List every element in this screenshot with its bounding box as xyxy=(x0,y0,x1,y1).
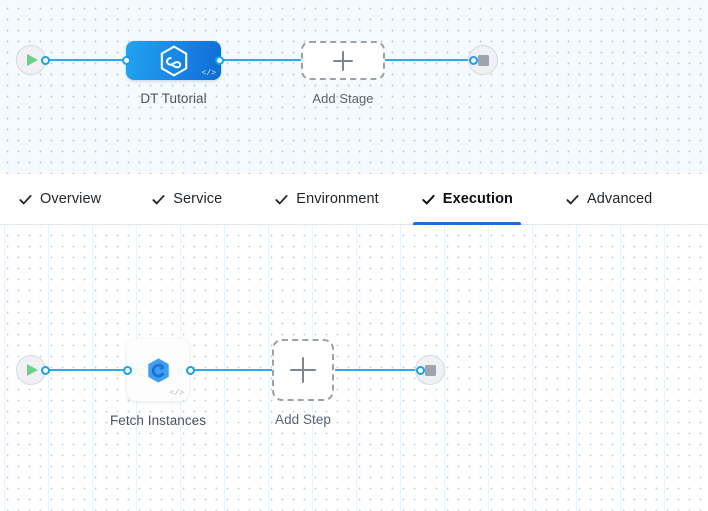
pipeline-wire-stage-to-add xyxy=(218,59,302,61)
code-glyph-icon: </> xyxy=(201,69,216,78)
tab-overview[interactable]: Overview xyxy=(18,174,101,224)
ecs-service-icon xyxy=(147,357,169,383)
hexagon-infinity-icon xyxy=(160,45,187,76)
execution-end-port[interactable] xyxy=(416,365,425,375)
tab-environment[interactable]: Environment xyxy=(274,174,379,224)
check-icon xyxy=(275,194,288,204)
play-icon xyxy=(27,364,38,376)
pipeline-stage-port-out[interactable] xyxy=(215,55,224,65)
execution-step-port-in[interactable] xyxy=(123,365,132,375)
plus-icon xyxy=(290,357,316,383)
execution-step-port-out[interactable] xyxy=(186,365,195,375)
add-step-label: Add Step xyxy=(275,412,331,427)
pipeline-end-port[interactable] xyxy=(469,55,478,65)
tab-execution-label: Execution xyxy=(442,191,513,207)
pipeline-stage-port-in[interactable] xyxy=(122,55,131,65)
tab-advanced[interactable]: Advanced xyxy=(565,174,652,224)
play-icon xyxy=(27,54,38,66)
tab-service-label: Service xyxy=(173,191,223,207)
pipeline-wire-start-to-stage xyxy=(44,59,128,61)
stop-icon xyxy=(424,364,436,376)
execution-canvas[interactable]: </> Fetch Instances Add Step xyxy=(0,225,708,511)
execution-wire-add-to-end xyxy=(335,369,420,371)
execution-wire-start-to-step xyxy=(44,369,128,371)
stage-config-tab-bar[interactable]: Overview Service Environment Execution A… xyxy=(0,174,708,225)
execution-wire-step-to-add xyxy=(190,369,272,371)
tab-overview-label: Overview xyxy=(40,191,102,207)
plus-icon xyxy=(333,50,353,71)
add-stage-label: Add Stage xyxy=(312,91,374,106)
pipeline-start-port[interactable] xyxy=(41,55,50,65)
check-icon xyxy=(422,194,435,204)
tab-service[interactable]: Service xyxy=(151,174,222,224)
pipeline-wire-add-to-end xyxy=(385,59,473,61)
pipeline-canvas[interactable]: </> DT Tutorial Add Stage xyxy=(0,0,708,174)
code-glyph-icon: </> xyxy=(169,389,184,398)
check-icon xyxy=(19,194,32,204)
add-step-button[interactable] xyxy=(272,339,334,401)
check-icon xyxy=(566,194,579,204)
execution-start-port[interactable] xyxy=(41,365,50,375)
check-icon xyxy=(152,194,165,204)
execution-step-node-fetch-instances[interactable]: </> xyxy=(127,339,189,401)
tab-execution[interactable]: Execution xyxy=(412,174,522,225)
tab-environment-label: Environment xyxy=(296,191,379,207)
tab-advanced-label: Advanced xyxy=(587,191,653,207)
execution-step-label: Fetch Instances xyxy=(109,413,207,428)
stop-icon xyxy=(477,54,489,66)
add-stage-button[interactable] xyxy=(301,41,385,80)
pipeline-stage-node-dt-tutorial[interactable]: </> xyxy=(126,41,221,80)
pipeline-stage-label: DT Tutorial xyxy=(140,91,207,106)
